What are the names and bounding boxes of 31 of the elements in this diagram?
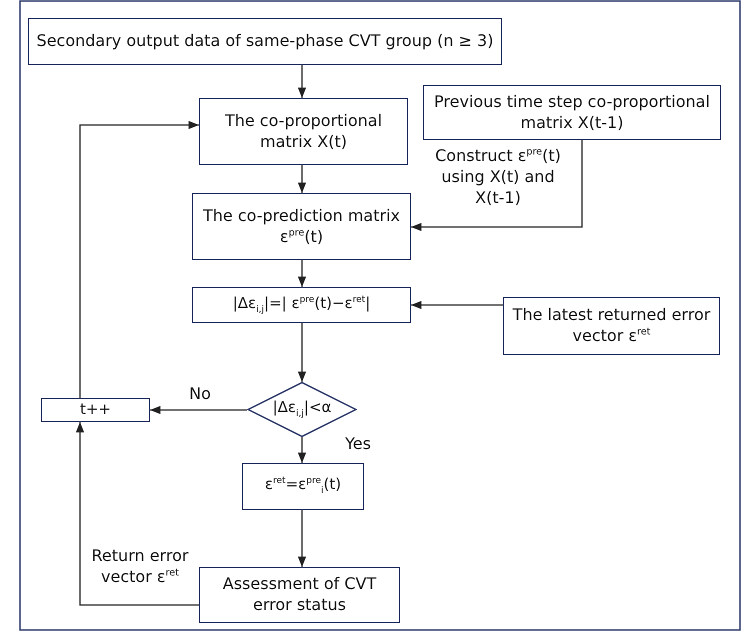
process-box: [28, 18, 502, 65]
process-box: [199, 98, 408, 165]
process-box: [192, 287, 411, 323]
arrow: [298, 65, 306, 98]
box-text: The latest returned error vector ε$^{ret}$: [512, 305, 712, 347]
process-box: [199, 567, 400, 623]
box-text: t++: [78, 400, 112, 420]
box-text: ε$^{ret}$=ε$^{pre}$$_{i}$(t): [264, 475, 342, 498]
box-text: |Δε$_{i,j}$|<α: [272, 398, 332, 421]
process-box: [423, 85, 721, 140]
box-text: |Δε$_{i,j}$|=| ε$^{pre}$(t)−ε$^{ret}$|: [232, 294, 372, 316]
process-box: [41, 398, 150, 422]
arrow: [150, 406, 247, 414]
arrow: [411, 140, 583, 232]
arrow: [298, 323, 306, 382]
arrow: [298, 165, 306, 193]
arrow: [298, 260, 306, 287]
arrow: [298, 437, 306, 463]
decision-diamond: [247, 382, 357, 437]
arrow: [411, 300, 503, 310]
arrow: [76, 422, 199, 606]
box-text: Assessment of CVT error status: [222, 574, 378, 616]
arrow: [79, 120, 199, 398]
process-box: [192, 193, 411, 260]
process-box: [242, 463, 364, 510]
box-text: Secondary output data of same-phase CVT group (n ≥ 3): [36, 31, 494, 52]
process-box: [503, 297, 720, 355]
box-text: The co-proportional matrix X(t): [224, 110, 384, 152]
box-text: Previous time step co-proportional matrix X(t-1): [433, 92, 711, 134]
box-text: The co-prediction matrix ε$^{pre}$(t): [202, 206, 401, 248]
arrow: [298, 510, 306, 567]
